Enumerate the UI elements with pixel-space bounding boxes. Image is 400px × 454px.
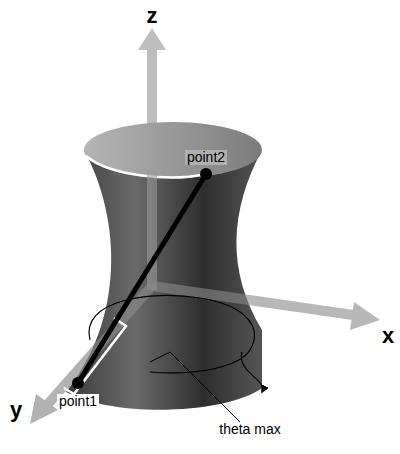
point-label: point2	[185, 150, 227, 165]
top-opening	[84, 122, 262, 178]
sweep-gap	[262, 330, 288, 388]
annotation-label: theta max	[217, 422, 282, 437]
generating-line	[78, 174, 206, 383]
theta-arc	[89, 295, 254, 372]
point1-dot	[72, 377, 84, 389]
axis-label: x	[380, 324, 396, 348]
x-axis	[152, 286, 380, 330]
hyperboloid-surface	[66, 150, 262, 410]
y-axis	[30, 286, 152, 424]
leader-line	[150, 352, 242, 424]
point-label: point1	[57, 394, 99, 409]
theta-arc-end	[241, 352, 263, 392]
point2-dot	[200, 168, 212, 180]
axis-label: z	[145, 4, 160, 28]
axis-label: y	[8, 398, 24, 422]
